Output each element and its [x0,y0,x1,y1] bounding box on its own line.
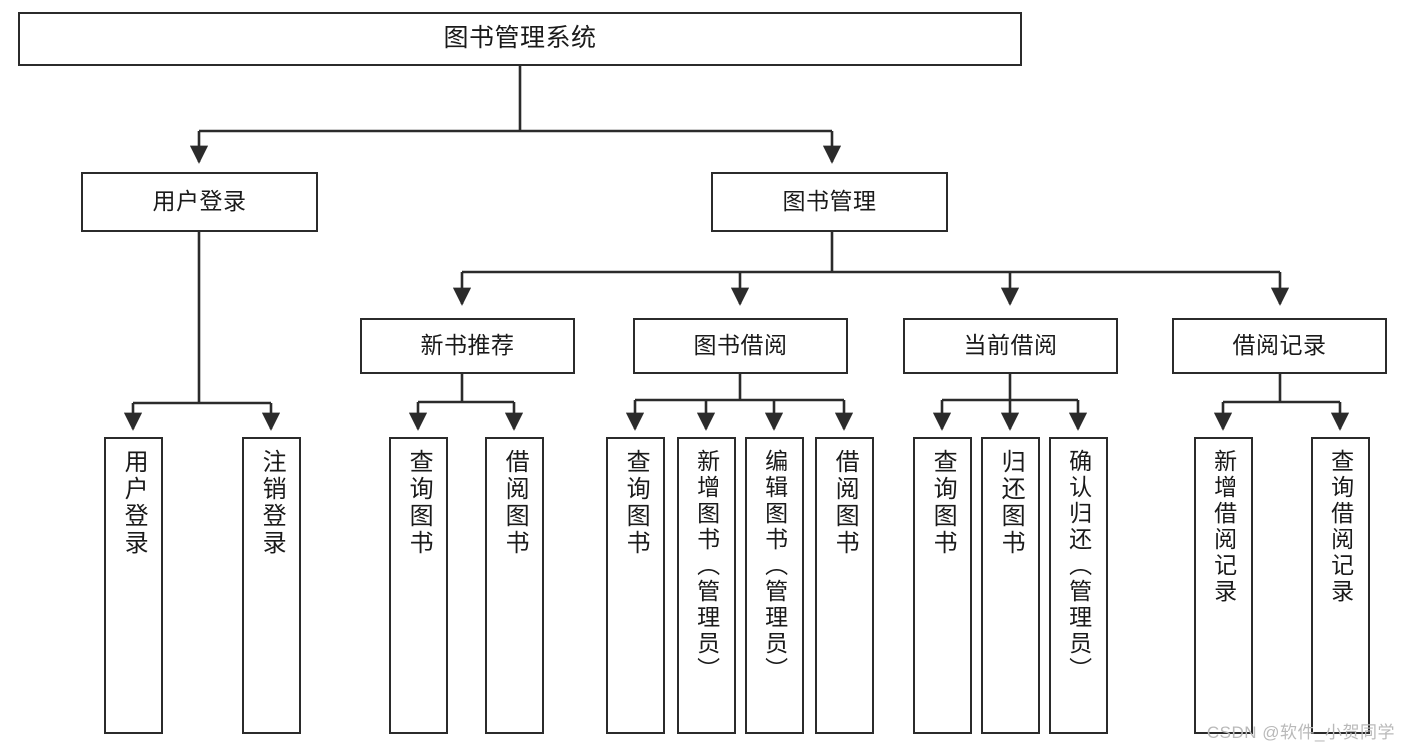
node-leaf-user-logout[interactable]: 注销登录 [242,437,301,734]
node-root-label: 图书管理系统 [443,24,597,53]
node-leaf-edit-book-label: 编辑图书（管理员） [761,449,788,683]
node-book-manage-label: 图书管理 [782,188,877,215]
node-leaf-query-book-2[interactable]: 查询图书 [606,437,665,734]
node-book-borrow-label: 图书借阅 [693,332,788,359]
node-borrow-record[interactable]: 借阅记录 [1172,318,1387,374]
node-book-borrow[interactable]: 图书借阅 [633,318,848,374]
node-current-borrow-label: 当前借阅 [963,332,1058,359]
node-current-borrow[interactable]: 当前借阅 [903,318,1118,374]
node-new-book-recommend-label: 新书推荐 [420,332,515,359]
node-user-login-label: 用户登录 [152,188,247,215]
node-leaf-query-book-3-label: 查询图书 [929,449,957,557]
node-leaf-add-book[interactable]: 新增图书（管理员） [677,437,736,734]
node-leaf-query-book-2-label: 查询图书 [622,449,650,557]
node-leaf-return-book[interactable]: 归还图书 [981,437,1040,734]
node-leaf-query-book-1[interactable]: 查询图书 [389,437,448,734]
node-leaf-borrow-book-1-label: 借阅图书 [501,449,529,557]
node-leaf-confirm-return[interactable]: 确认归还（管理员） [1049,437,1108,734]
node-leaf-user-login[interactable]: 用户登录 [104,437,163,734]
node-leaf-borrow-book-2-label: 借阅图书 [831,449,859,557]
node-leaf-borrow-book-2[interactable]: 借阅图书 [815,437,874,734]
node-leaf-edit-book[interactable]: 编辑图书（管理员） [745,437,804,734]
node-leaf-confirm-return-label: 确认归还（管理员） [1065,449,1092,683]
node-leaf-return-book-label: 归还图书 [997,449,1025,557]
node-book-manage[interactable]: 图书管理 [711,172,948,232]
node-leaf-query-record-label: 查询借阅记录 [1327,449,1354,605]
node-leaf-add-record-label: 新增借阅记录 [1210,449,1237,605]
node-leaf-add-record[interactable]: 新增借阅记录 [1194,437,1253,734]
node-leaf-borrow-book-1[interactable]: 借阅图书 [485,437,544,734]
node-leaf-query-book-3[interactable]: 查询图书 [913,437,972,734]
node-new-book-recommend[interactable]: 新书推荐 [360,318,575,374]
csdn-watermark: CSDN @软件_小贺同学 [1206,723,1395,742]
node-leaf-query-record[interactable]: 查询借阅记录 [1311,437,1370,734]
node-leaf-user-logout-label: 注销登录 [258,449,286,557]
node-leaf-add-book-label: 新增图书（管理员） [693,449,720,683]
node-borrow-record-label: 借阅记录 [1232,332,1327,359]
node-leaf-user-login-label: 用户登录 [120,449,148,557]
node-root[interactable]: 图书管理系统 [18,12,1022,66]
node-user-login[interactable]: 用户登录 [81,172,318,232]
node-leaf-query-book-1-label: 查询图书 [405,449,433,557]
